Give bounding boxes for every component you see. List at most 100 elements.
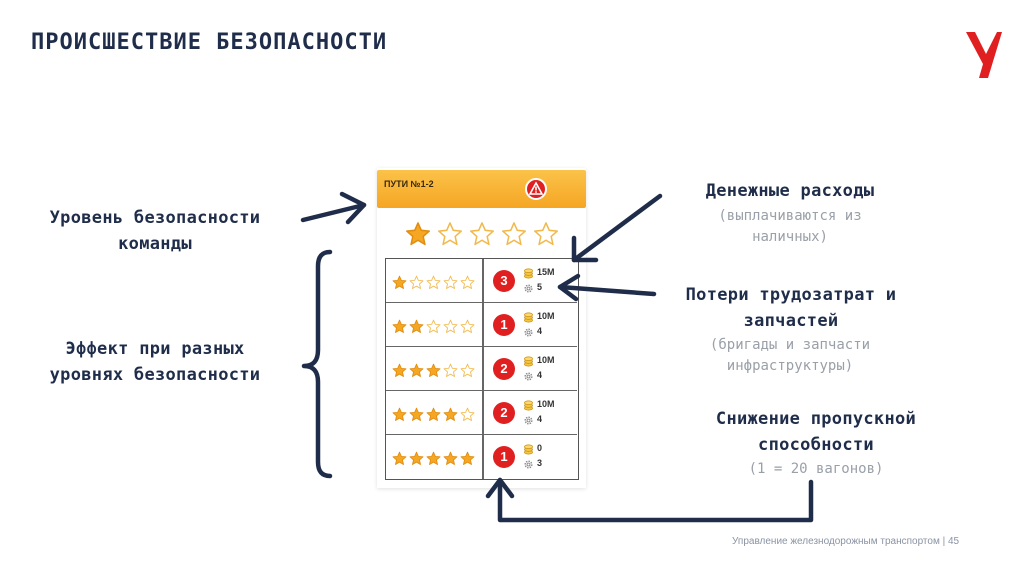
capacity-title-line2: способности bbox=[758, 435, 874, 455]
parts-loss-value: 4 bbox=[537, 414, 543, 424]
row-divider bbox=[482, 259, 484, 302]
star-filled-icon bbox=[392, 275, 407, 289]
capacity-subtitle: (1 = 20 вагонов) bbox=[748, 461, 884, 477]
labor-title: Потери трудозатрат и запчастей bbox=[650, 282, 932, 334]
money-cost-value: 10M bbox=[537, 355, 555, 365]
row-divider bbox=[482, 435, 484, 479]
star-filled-icon bbox=[392, 451, 407, 465]
parts-loss-value: 5 bbox=[537, 282, 543, 292]
parts-loss-value: 4 bbox=[537, 326, 543, 336]
table-row: 1 10M 4 bbox=[386, 303, 577, 347]
gear-icon bbox=[524, 460, 533, 469]
warning-icon bbox=[525, 178, 547, 200]
row-stars bbox=[392, 363, 475, 378]
coins-icon bbox=[524, 356, 533, 367]
row-stars bbox=[392, 407, 475, 422]
star-empty-icon bbox=[460, 319, 475, 333]
effect-label-line1: Эффект при разных bbox=[65, 339, 245, 359]
gear-icon bbox=[524, 284, 533, 293]
table-row: 1 0 3 bbox=[386, 435, 577, 479]
capacity-loss-badge: 2 bbox=[493, 358, 515, 380]
row-divider bbox=[482, 303, 484, 346]
star-filled-icon bbox=[409, 363, 424, 377]
star-filled-icon bbox=[460, 451, 475, 465]
table-row: 3 15M 5 bbox=[386, 259, 577, 303]
star-filled-icon bbox=[443, 407, 458, 421]
star-filled-icon bbox=[405, 222, 431, 246]
star-filled-icon bbox=[426, 451, 441, 465]
gear-icon bbox=[524, 328, 533, 337]
star-filled-icon bbox=[409, 451, 424, 465]
star-empty-icon bbox=[443, 363, 458, 377]
coins-icon bbox=[524, 400, 533, 411]
star-empty-icon bbox=[460, 407, 475, 421]
star-empty-icon bbox=[460, 275, 475, 289]
row-divider bbox=[482, 347, 484, 390]
card-header: ПУТИ №1-2 bbox=[377, 170, 586, 208]
coins-icon bbox=[524, 268, 533, 279]
star-empty-icon bbox=[443, 319, 458, 333]
slide-footer: Управление железнодорожным транспортом |… bbox=[732, 536, 960, 547]
star-filled-icon bbox=[392, 407, 407, 421]
capacity-loss-badge: 1 bbox=[493, 446, 515, 468]
slide-title: ПРОИСШЕСТВИЕ БЕЗОПАСНОСТИ bbox=[31, 30, 388, 55]
team-rating-stars bbox=[405, 221, 559, 247]
table-row: 2 10M 4 bbox=[386, 391, 577, 435]
labor-subtitle-line2: инфраструктуры) bbox=[726, 358, 854, 374]
card-header-title: ПУТИ №1-2 bbox=[384, 179, 434, 189]
capacity-loss-badge: 3 bbox=[493, 270, 515, 292]
arrow-to-capacity bbox=[485, 477, 814, 523]
capacity-title: Снижение пропускной способности bbox=[670, 406, 962, 458]
star-filled-icon bbox=[443, 451, 458, 465]
star-filled-icon bbox=[409, 319, 424, 333]
star-filled-icon bbox=[392, 363, 407, 377]
team-level-label-line1: Уровень безопасности bbox=[49, 208, 261, 228]
gear-icon bbox=[524, 372, 533, 381]
money-subtitle: (выплачиваются из наличных) bbox=[660, 206, 920, 248]
money-subtitle-line1: (выплачиваются из bbox=[718, 208, 862, 224]
team-level-label: Уровень безопасности команды bbox=[10, 205, 300, 257]
star-empty-icon bbox=[426, 275, 441, 289]
money-cost-value: 0 bbox=[537, 443, 543, 453]
effect-label: Эффект при разных уровнях безопасности bbox=[10, 336, 300, 388]
labor-subtitle-line1: (бригады и запчасти bbox=[709, 337, 871, 353]
star-empty-icon bbox=[443, 275, 458, 289]
gear-icon bbox=[524, 416, 533, 425]
star-empty-icon bbox=[533, 222, 559, 246]
capacity-loss-badge: 2 bbox=[493, 402, 515, 424]
money-subtitle-line2: наличных) bbox=[752, 229, 828, 245]
coins-icon bbox=[524, 444, 533, 455]
star-empty-icon bbox=[426, 319, 441, 333]
money-title: Денежные расходы bbox=[705, 181, 875, 201]
money-cost-value: 15M bbox=[537, 267, 555, 277]
money-cost-value: 10M bbox=[537, 399, 555, 409]
labor-title-line2: запчастей bbox=[743, 311, 839, 331]
row-stars bbox=[392, 319, 475, 334]
capacity-loss-badge: 1 bbox=[493, 314, 515, 336]
arrow-to-money bbox=[571, 193, 663, 263]
effect-label-line2: уровнях безопасности bbox=[49, 365, 261, 385]
star-empty-icon bbox=[409, 275, 424, 289]
row-stars bbox=[392, 451, 475, 466]
arrow-to-parts bbox=[557, 273, 657, 302]
star-filled-icon bbox=[409, 407, 424, 421]
arrow-to-header bbox=[300, 191, 367, 225]
labor-subtitle: (бригады и запчасти инфраструктуры) bbox=[660, 335, 920, 377]
money-cost-value: 10M bbox=[537, 311, 555, 321]
star-empty-icon bbox=[460, 363, 475, 377]
parts-loss-value: 3 bbox=[537, 458, 543, 468]
star-filled-icon bbox=[426, 407, 441, 421]
brand-logo-icon bbox=[966, 32, 1002, 78]
capacity-title-line1: Снижение пропускной bbox=[715, 409, 917, 429]
star-empty-icon bbox=[501, 222, 527, 246]
star-empty-icon bbox=[437, 222, 463, 246]
coins-icon bbox=[524, 312, 533, 323]
labor-title-line1: Потери трудозатрат и bbox=[685, 285, 897, 305]
team-level-label-line2: команды bbox=[118, 234, 192, 254]
star-filled-icon bbox=[426, 363, 441, 377]
star-empty-icon bbox=[469, 222, 495, 246]
row-divider bbox=[482, 391, 484, 434]
